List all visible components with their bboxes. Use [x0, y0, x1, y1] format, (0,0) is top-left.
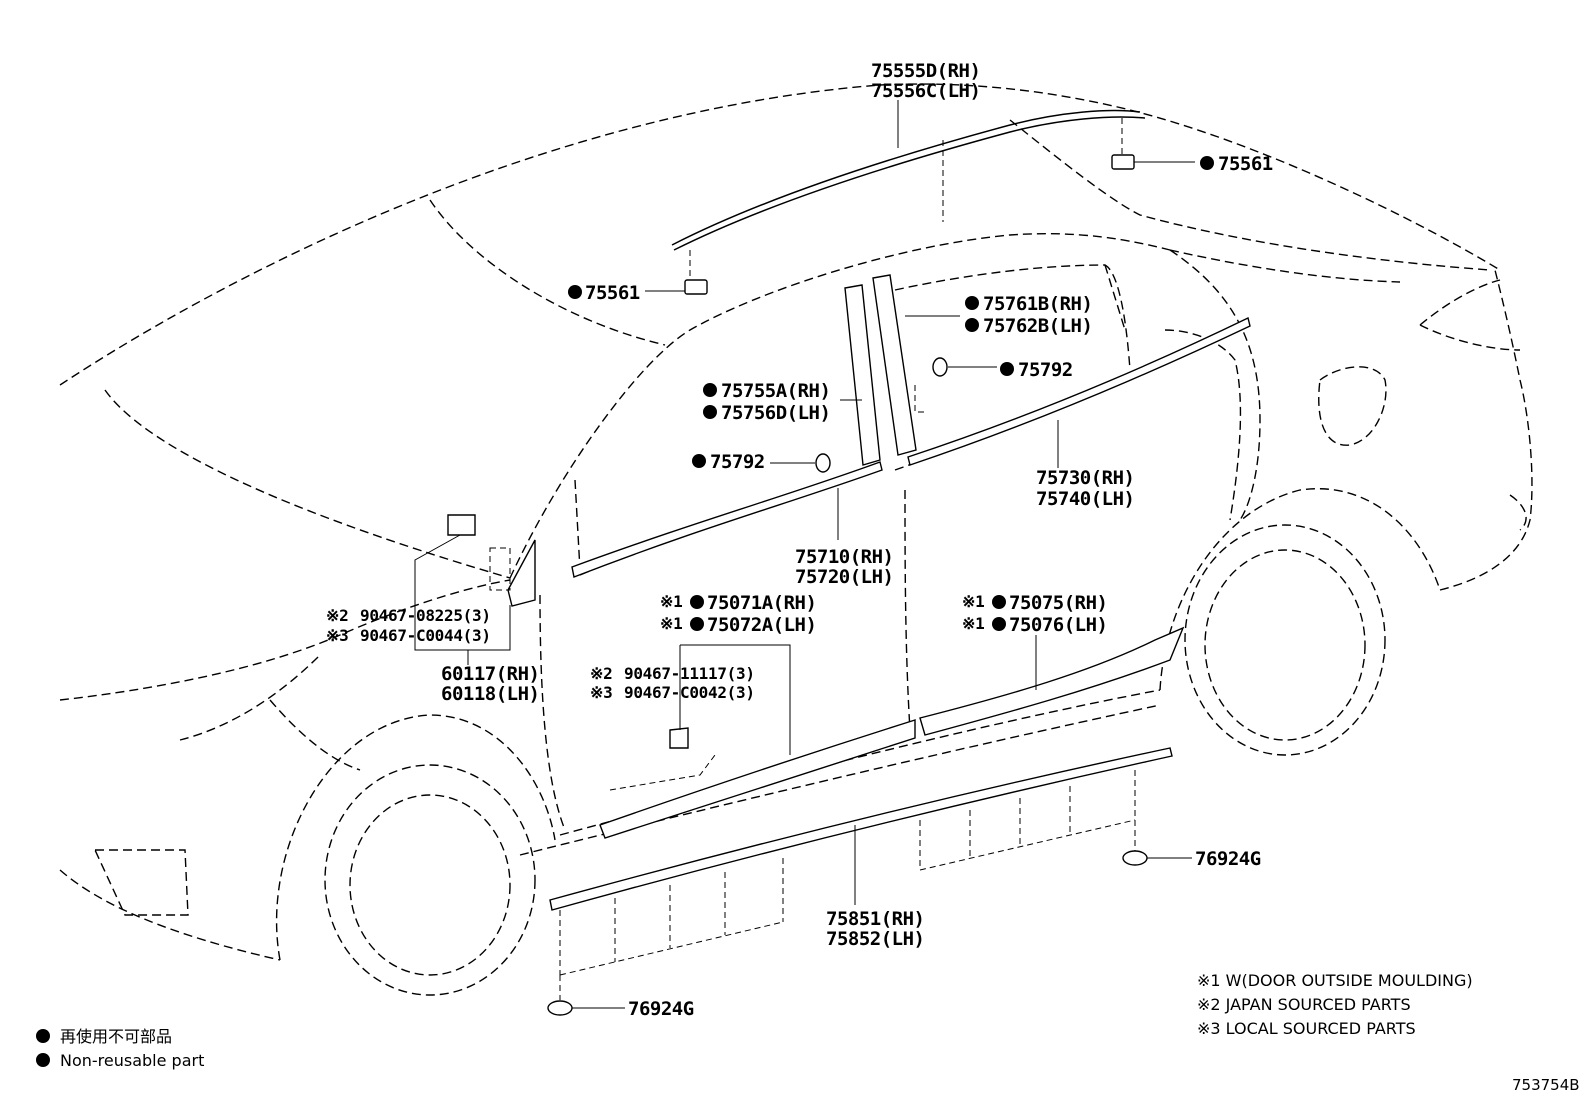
nonreusable-dot — [703, 405, 717, 419]
legend-dot — [36, 1029, 50, 1043]
rear-door-moulding — [919, 626, 1185, 736]
note-2: ※2 JAPAN SOURCED PARTS — [1197, 995, 1411, 1014]
front-belt-moulding — [571, 461, 883, 578]
nonreusable-dot — [692, 454, 706, 468]
nonreusable-dot — [992, 617, 1006, 631]
note-1: ※1 W(DOOR OUTSIDE MOULDING) — [1197, 971, 1473, 990]
leader-lines — [414, 100, 1195, 1009]
mark-3: ※3 — [326, 626, 348, 645]
label-belt-front-lh: 75720(LH) — [795, 566, 893, 588]
label-clip-rear: 75561 — [1218, 153, 1273, 175]
front-door-moulding — [599, 719, 916, 839]
mark-1: ※1 — [660, 614, 682, 633]
nut-rear — [1122, 850, 1148, 866]
diagram-ref-number: 753754B — [1512, 1076, 1580, 1094]
bolt-front — [447, 514, 476, 536]
clip-front — [684, 279, 708, 295]
labels: 75555D(RH) 75556C(LH) 75561 75561 75761B… — [326, 60, 1273, 1020]
label-bolt-door-b: 90467-C0042(3) — [624, 683, 755, 702]
label-rocker-lh: 75852(LH) — [826, 928, 924, 950]
note-3: ※3 LOCAL SOURCED PARTS — [1197, 1019, 1416, 1038]
label-clip-front: 75561 — [585, 282, 640, 304]
fender-garnish — [507, 539, 536, 607]
mark-1: ※1 — [962, 592, 984, 611]
legend-jp: 再使用不可部品 — [60, 1027, 172, 1046]
label-belt-rear-rh: 75730(RH) — [1036, 467, 1134, 489]
emblem-front — [815, 453, 831, 473]
label-nut-rear: 76924G — [1195, 848, 1261, 870]
label-bolt-front-b: 90467-C0044(3) — [360, 626, 491, 645]
label-pillar-front-rh: 75755A(RH) — [721, 380, 830, 402]
nonreusable-dot — [690, 617, 704, 631]
nonreusable-dot — [965, 318, 979, 332]
nonreusable-dot — [1000, 362, 1014, 376]
mark-3: ※3 — [590, 683, 612, 702]
label-rocker-rh: 75851(RH) — [826, 908, 924, 930]
nonreusable-dot — [965, 296, 979, 310]
label-garnish-rh: 60117(RH) — [441, 663, 539, 685]
parts — [447, 109, 1251, 1016]
label-side-front-lh: 75072A(LH) — [707, 614, 816, 636]
label-side-rear-lh: 75076(LH) — [1009, 614, 1107, 636]
label-garnish-lh: 60118(LH) — [441, 683, 539, 705]
label-emblem-front: 75792 — [710, 451, 765, 473]
label-belt-front-rh: 75710(RH) — [795, 546, 893, 568]
label-belt-rear-lh: 75740(LH) — [1036, 488, 1134, 510]
label-side-front-rh: 75071A(RH) — [707, 592, 816, 614]
notes: ※1 W(DOOR OUTSIDE MOULDING) ※2 JAPAN SOU… — [1197, 971, 1473, 1038]
legend-dot — [36, 1053, 50, 1067]
rear-belt-moulding — [907, 316, 1251, 466]
label-bolt-door-a: 90467-11117(3) — [624, 664, 755, 683]
nonreusable-dot — [690, 595, 704, 609]
nonreusable-dot — [992, 595, 1006, 609]
roof-drip-moulding — [671, 109, 1141, 246]
label-nut-front: 76924G — [628, 998, 694, 1020]
mark-1: ※1 — [660, 592, 682, 611]
rear-pillar-garnish — [872, 274, 917, 456]
mark-2: ※2 — [326, 606, 348, 625]
emblem-rear — [932, 357, 948, 377]
bolt-door — [669, 727, 689, 749]
nonreusable-dot — [568, 285, 582, 299]
mark-1: ※1 — [962, 614, 984, 633]
car-body-outline — [59, 83, 1533, 996]
label-side-rear-rh: 75075(RH) — [1009, 592, 1107, 614]
nonreusable-dot — [1200, 156, 1214, 170]
label-emblem-rear: 75792 — [1018, 359, 1073, 381]
nut-front — [547, 1000, 573, 1016]
clip-rear — [1111, 154, 1135, 170]
label-pillar-rear-rh: 75761B(RH) — [983, 293, 1092, 315]
label-pillar-rear-lh: 75762B(LH) — [983, 315, 1092, 337]
mark-2: ※2 — [590, 664, 612, 683]
label-roof-lh: 75556C(LH) — [871, 80, 980, 102]
label-pillar-front-lh: 75756D(LH) — [721, 402, 830, 424]
nonreusable-dot — [703, 383, 717, 397]
legend-en: Non-reusable part — [60, 1051, 204, 1070]
label-roof-rh: 75555D(RH) — [871, 60, 980, 82]
label-bolt-front-a: 90467-08225(3) — [360, 606, 491, 625]
legend: 再使用不可部品 Non-reusable part — [36, 1027, 204, 1070]
front-pillar-garnish — [844, 284, 881, 466]
rocker-moulding — [549, 747, 1173, 911]
